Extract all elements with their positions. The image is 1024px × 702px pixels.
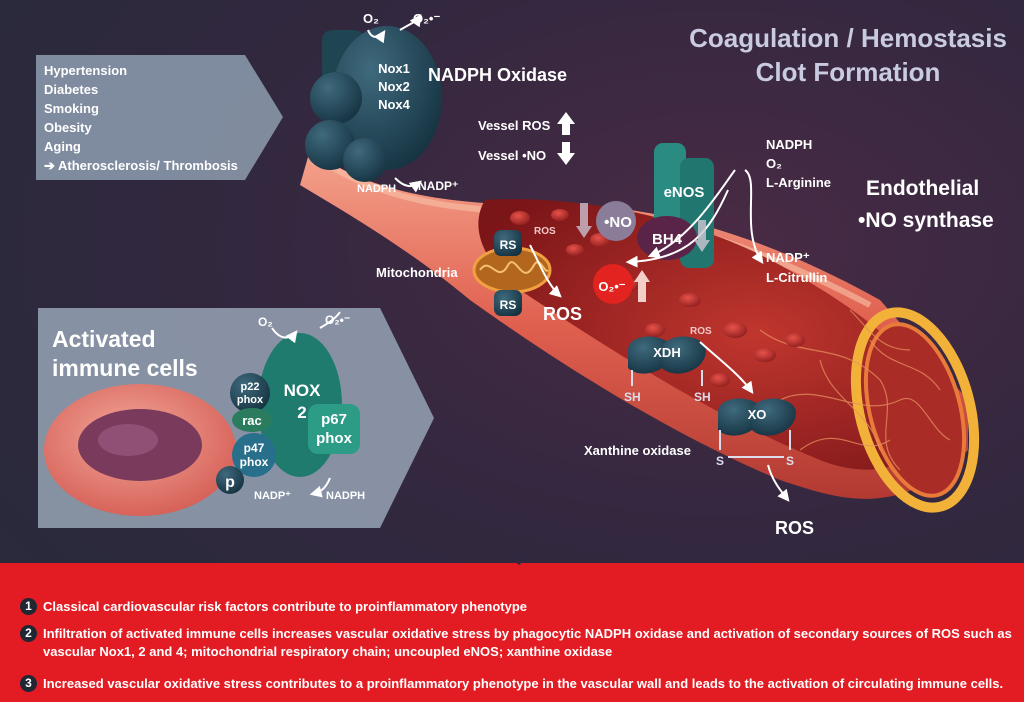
xanthine-enzymes bbox=[628, 336, 796, 458]
no-label: •NO bbox=[604, 214, 632, 231]
vessel-ros-label: Vessel ROS bbox=[478, 118, 551, 133]
p47-label-line1: p47 bbox=[244, 441, 265, 455]
risk-factor-3: Obesity bbox=[44, 120, 92, 135]
p47-label-line2: phox bbox=[240, 455, 269, 469]
p22-label-line1: p22 bbox=[241, 381, 260, 393]
no-down-arrow bbox=[557, 142, 575, 165]
nox-nadph-label: NADPH bbox=[357, 183, 396, 195]
s-label-right: S bbox=[786, 454, 794, 468]
risk-factor-0: Hypertension bbox=[44, 63, 127, 78]
xanthine-oxidase-label: Xanthine oxidase bbox=[584, 443, 691, 458]
page-title-line2: Clot Formation bbox=[756, 57, 941, 87]
enos-title-line1: Endothelial bbox=[866, 177, 979, 200]
nox1-label: Nox1 bbox=[378, 61, 410, 76]
footer-text-1: Classical cardiovascular risk factors co… bbox=[43, 599, 528, 614]
footer-notch bbox=[503, 551, 535, 565]
footer-panel: 1 Classical cardiovascular risk factors c… bbox=[0, 551, 1024, 702]
rs-label-bottom: RS bbox=[500, 298, 517, 312]
footer-text-3: Increased vascular oxidative stress cont… bbox=[43, 676, 1004, 691]
immune-nadph-label: NADPH bbox=[326, 490, 365, 502]
xo-label: XO bbox=[748, 407, 767, 422]
enos-input-o2: O₂ bbox=[766, 156, 782, 171]
enos-input-arginine: L-Arginine bbox=[766, 175, 831, 190]
superoxide-increase-arrow bbox=[634, 270, 650, 302]
vessel-no-label: Vessel •NO bbox=[478, 148, 546, 163]
enos-label: eNOS bbox=[664, 184, 705, 201]
s-label-left: S bbox=[716, 454, 724, 468]
vessel-lumen bbox=[478, 199, 940, 470]
immune-cell bbox=[44, 384, 236, 516]
p-label: p bbox=[225, 474, 235, 491]
nox4-label: Nox4 bbox=[378, 97, 411, 112]
nadph-oxidase-label: NADPH Oxidase bbox=[428, 65, 567, 85]
immune-title-line1: Activated bbox=[52, 326, 156, 352]
risk-factor-4: Aging bbox=[44, 139, 81, 154]
footer-item-2: 2 Infiltration of activated immune cells … bbox=[20, 625, 1018, 661]
footer-number-2: 2 bbox=[20, 625, 37, 642]
xdh-label: XDH bbox=[653, 345, 680, 360]
risk-factor-2: Smoking bbox=[44, 101, 99, 116]
immune-title-line2: immune cells bbox=[52, 355, 198, 381]
superoxide-molecule bbox=[593, 264, 633, 304]
footer-number-3: 3 bbox=[20, 675, 37, 692]
nox2-isoform-label: Nox2 bbox=[378, 79, 410, 94]
p67-label-line2: phox bbox=[316, 430, 352, 447]
mito-ros-big: ROS bbox=[543, 304, 582, 324]
risk-factor-panel bbox=[36, 55, 283, 180]
nadph-oxidase-complex bbox=[305, 26, 442, 182]
mitochondria-label: Mitochondria bbox=[376, 265, 458, 280]
vessel-cross-section bbox=[850, 307, 980, 513]
diagram-svg: Coagulation / Hemostasis Clot Formation … bbox=[36, 11, 1007, 538]
enos-input-nadph: NADPH bbox=[766, 137, 812, 152]
immune-nadp-label: NADP⁺ bbox=[254, 490, 291, 502]
page-title-line1: Coagulation / Hemostasis bbox=[689, 23, 1007, 53]
rs-label-top: RS bbox=[500, 238, 517, 252]
footer-number-1: 1 bbox=[20, 598, 37, 615]
reaction-arrows bbox=[271, 14, 790, 502]
no-molecule bbox=[596, 201, 636, 241]
p22-label-line2: phox bbox=[237, 394, 264, 406]
no-decrease-arrow bbox=[576, 203, 592, 238]
footer-item-3: 3 Increased vascular oxidative stress con… bbox=[20, 675, 1018, 693]
enos-output-nadp: NADP⁺ bbox=[766, 250, 810, 265]
sh-label-right: SH bbox=[694, 390, 711, 404]
nox2-label-line1: NOX bbox=[284, 381, 322, 400]
superoxide-label: O₂•⁻ bbox=[598, 279, 625, 294]
xdh-ros-small: ROS bbox=[690, 326, 712, 337]
nox-superoxide-label: O₂•⁻ bbox=[413, 11, 440, 26]
rac-label: rac bbox=[242, 413, 262, 428]
nox2-complex bbox=[216, 333, 360, 494]
ros-up-arrow bbox=[557, 112, 575, 135]
p67-label-line1: p67 bbox=[321, 411, 347, 428]
red-blood-cells bbox=[510, 209, 805, 387]
immune-superoxide-label: O₂•⁻ bbox=[325, 313, 350, 327]
nox2-label-line2: 2 bbox=[297, 403, 306, 422]
enos-output-citrullin: L-Citrullin bbox=[766, 270, 827, 285]
footer-item-1: 1 Classical cardiovascular risk factors c… bbox=[20, 598, 1018, 616]
immune-o2-label: O₂ bbox=[258, 315, 273, 329]
mitochondrion bbox=[472, 230, 552, 316]
risk-factor-1: Diabetes bbox=[44, 82, 98, 97]
xo-ros-big: ROS bbox=[775, 518, 814, 538]
nox-nadp-label: NADP⁺ bbox=[418, 179, 458, 193]
risk-factor-5: ➔ Atherosclerosis/ Thrombosis bbox=[44, 158, 238, 173]
bh4-decrease-arrow bbox=[694, 220, 710, 252]
bh4-label: BH4 bbox=[652, 231, 683, 248]
footer-text-2: Infiltration of activated immune cells i… bbox=[43, 626, 1012, 659]
nox-o2-label: O₂ bbox=[363, 11, 379, 26]
mito-ros-small: ROS bbox=[534, 226, 556, 237]
enos-title-line2: •NO synthase bbox=[858, 209, 994, 232]
sh-label-left: SH bbox=[624, 390, 641, 404]
